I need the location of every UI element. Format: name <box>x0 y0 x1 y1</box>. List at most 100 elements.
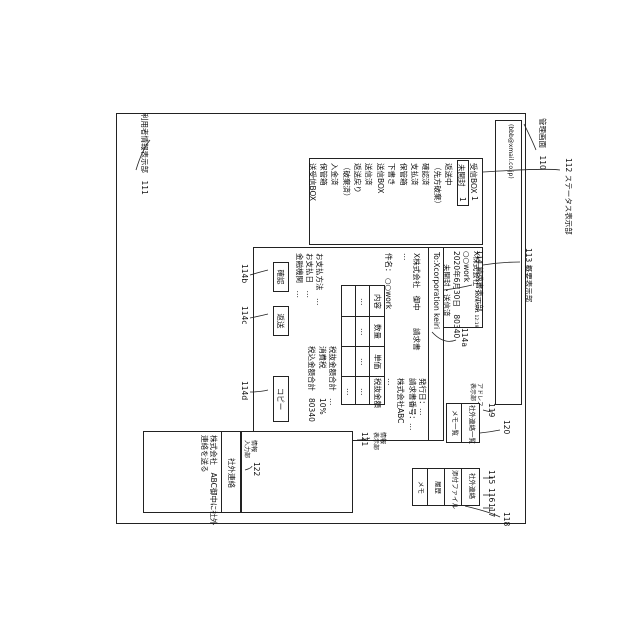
info-display-label: 情報 表示部 <box>371 432 385 450</box>
status-item-label: 送信済 <box>363 163 374 186</box>
status-item[interactable]: 保管箱 <box>398 160 409 244</box>
invoice-display-lower: 税込金額合計 80340 お支払方法 … お支払日 … 金融機関 … 確認 返送… <box>253 247 317 441</box>
invoice-title: 請求書 <box>411 328 420 351</box>
status-item-label: 返送中 <box>443 163 454 186</box>
table-cell: … <box>344 388 353 396</box>
status-item-label: 入金済 <box>329 163 340 186</box>
invoice-issuer-dots: … <box>385 378 394 386</box>
info-input-label: 情報 入力部 <box>242 440 256 458</box>
status-item-count: 1 <box>458 197 467 202</box>
address-display: To:Xcorporation keiri <box>428 247 444 441</box>
menu-attachments[interactable]: 添付ファイル <box>451 470 458 509</box>
status-item-label: （先方破棄） <box>432 163 443 208</box>
status-item[interactable]: （先方破棄） <box>432 160 443 244</box>
ref-113: 113 概要表示部 <box>523 248 532 302</box>
status-item[interactable]: 送信済 <box>364 160 375 244</box>
status-item[interactable]: 受信BOX 1 <box>469 160 480 244</box>
invoice-issuer: 株式会社ABC <box>395 378 404 423</box>
table-header-qty: 数量 <box>372 324 381 339</box>
invoice-table: 内容 数量 単価 税抜金額 … … … … … <box>341 285 385 405</box>
ref-119: 119 <box>486 403 495 417</box>
summary-date-amount: 2020年6月30日 80340 <box>451 251 460 338</box>
subtotal-value: … <box>327 398 336 406</box>
status-item[interactable]: 入金済 <box>330 160 341 244</box>
menu-history[interactable]: 履歴 <box>434 481 441 494</box>
subject-label: 件名： <box>383 253 392 276</box>
table-header-price: 単価 <box>372 354 381 369</box>
table-cell: … <box>358 328 367 336</box>
status-item[interactable]: 確認済 <box>421 160 432 244</box>
ref-111: 利用者情報表示部 111 <box>139 113 148 195</box>
status-item-label: 送受信BOX <box>307 163 318 201</box>
confirm-button[interactable]: 確認 <box>273 262 289 292</box>
status-item[interactable]: 送受信BOX <box>307 160 318 244</box>
payment-date: お支払日 … <box>304 253 313 298</box>
table-header-amount: 税抜金額 <box>372 378 381 408</box>
bank-info: 金融機関 … <box>294 253 303 298</box>
invoice-display: To:Xcorporation keiri X株式会社 御中 … 請求書 発行日… <box>316 247 444 441</box>
tax-value: 10% <box>317 398 326 415</box>
status-item-label: 確認済 <box>420 163 431 186</box>
table-header-content: 内容 <box>372 294 381 309</box>
status-item-label: 送信BOX <box>375 163 386 194</box>
ref-122: 122 <box>251 462 260 476</box>
menu-memo[interactable]: メモ <box>417 481 424 494</box>
return-button[interactable]: 返送 <box>273 306 289 336</box>
tax-label: 消費税 <box>317 346 326 369</box>
status-item[interactable]: 未開封 1 <box>457 160 469 206</box>
ref-114: 114 請求書表示部 <box>474 250 483 312</box>
ref-115: 115 <box>486 470 495 484</box>
subtotal-label: 税抜金額合計 <box>327 346 336 391</box>
ref-118: 118 <box>501 512 510 526</box>
info-input[interactable]: 社外連絡 株式会社 ABC御中に社外 連絡を送る <box>143 431 241 513</box>
ref-116: 116 <box>486 488 495 502</box>
payment-method: お支払方法 … <box>314 253 323 306</box>
status-item[interactable]: 下書き <box>387 160 398 244</box>
ref-114b: 114b <box>239 264 248 283</box>
info-menu: 社外連絡 添付ファイル 履歴 メモ <box>412 468 480 506</box>
invoice-issue-date: 発行日：… <box>417 378 426 416</box>
total-label: 税込金額合計 <box>306 346 315 391</box>
table-cell: … <box>358 358 367 366</box>
invoice-to: To:Xcorporation keiri <box>431 252 440 329</box>
ref-117: 117 <box>486 503 495 517</box>
ref-114a: 114a <box>459 328 468 347</box>
info-input-text: 株式会社 ABC御中に社外 連絡を送る <box>200 435 217 525</box>
user-info-display: (bbb@xmail.co.jp) <box>495 120 522 405</box>
status-item[interactable]: 返送戻り <box>353 160 364 244</box>
table-cell: … <box>358 298 367 306</box>
menu-memo-list[interactable]: メモ一覧 <box>451 410 458 436</box>
menu-external-contact[interactable]: 社外連絡 <box>468 473 475 499</box>
status-item[interactable]: 保管箱 <box>319 160 330 244</box>
info-input-header: 社外連絡 <box>226 458 235 488</box>
ref-112: 112 ステータス表示部 <box>563 158 572 235</box>
status-list: 受信BOX1未開封1返送中（先方破棄）確認済支払済保管箱下書き送信BOX送信済返… <box>307 160 480 244</box>
table-cell: … <box>358 388 367 396</box>
status-item-label: 受信BOX <box>468 163 479 194</box>
status-item-label: 未開封 <box>456 164 467 187</box>
ref-114c: 114c <box>239 306 248 324</box>
invoice-recipient: X株式会社 御中 <box>411 253 420 311</box>
invoice-recipient-dots: … <box>401 253 410 261</box>
user-email: (bbb@xmail.co.jp) <box>506 124 513 179</box>
status-item-label: 下書き <box>386 163 397 186</box>
status-item[interactable]: 送信BOX <box>375 160 386 244</box>
menu-external-list[interactable]: 社外連絡一覧 <box>468 405 475 444</box>
ref-120: 120 <box>501 420 510 434</box>
ref-114d: 114d <box>239 381 248 400</box>
list-menu: 社外連絡一覧 メモ一覧 <box>446 403 480 443</box>
status-item-count: 1 <box>470 196 479 201</box>
status-item-label: 保管箱 <box>318 163 329 186</box>
total-value: 80340 <box>306 398 315 422</box>
status-item-label: 保管箱 <box>398 163 409 186</box>
status-item-label: 支払済 <box>409 163 420 186</box>
ref-110: 管理画面 110 <box>537 118 546 170</box>
copy-button[interactable]: コピー <box>273 376 289 422</box>
status-item-label: 返送戻り <box>352 163 363 193</box>
invoice-number: 請求書番号：… <box>407 378 416 431</box>
status-item-label: （破棄済） <box>341 163 352 201</box>
status-item[interactable]: 返送中 <box>444 160 455 244</box>
status-item[interactable]: （破棄済） <box>341 160 352 244</box>
summary-subject: ○○work <box>461 251 470 282</box>
status-item[interactable]: 支払済 <box>410 160 421 244</box>
